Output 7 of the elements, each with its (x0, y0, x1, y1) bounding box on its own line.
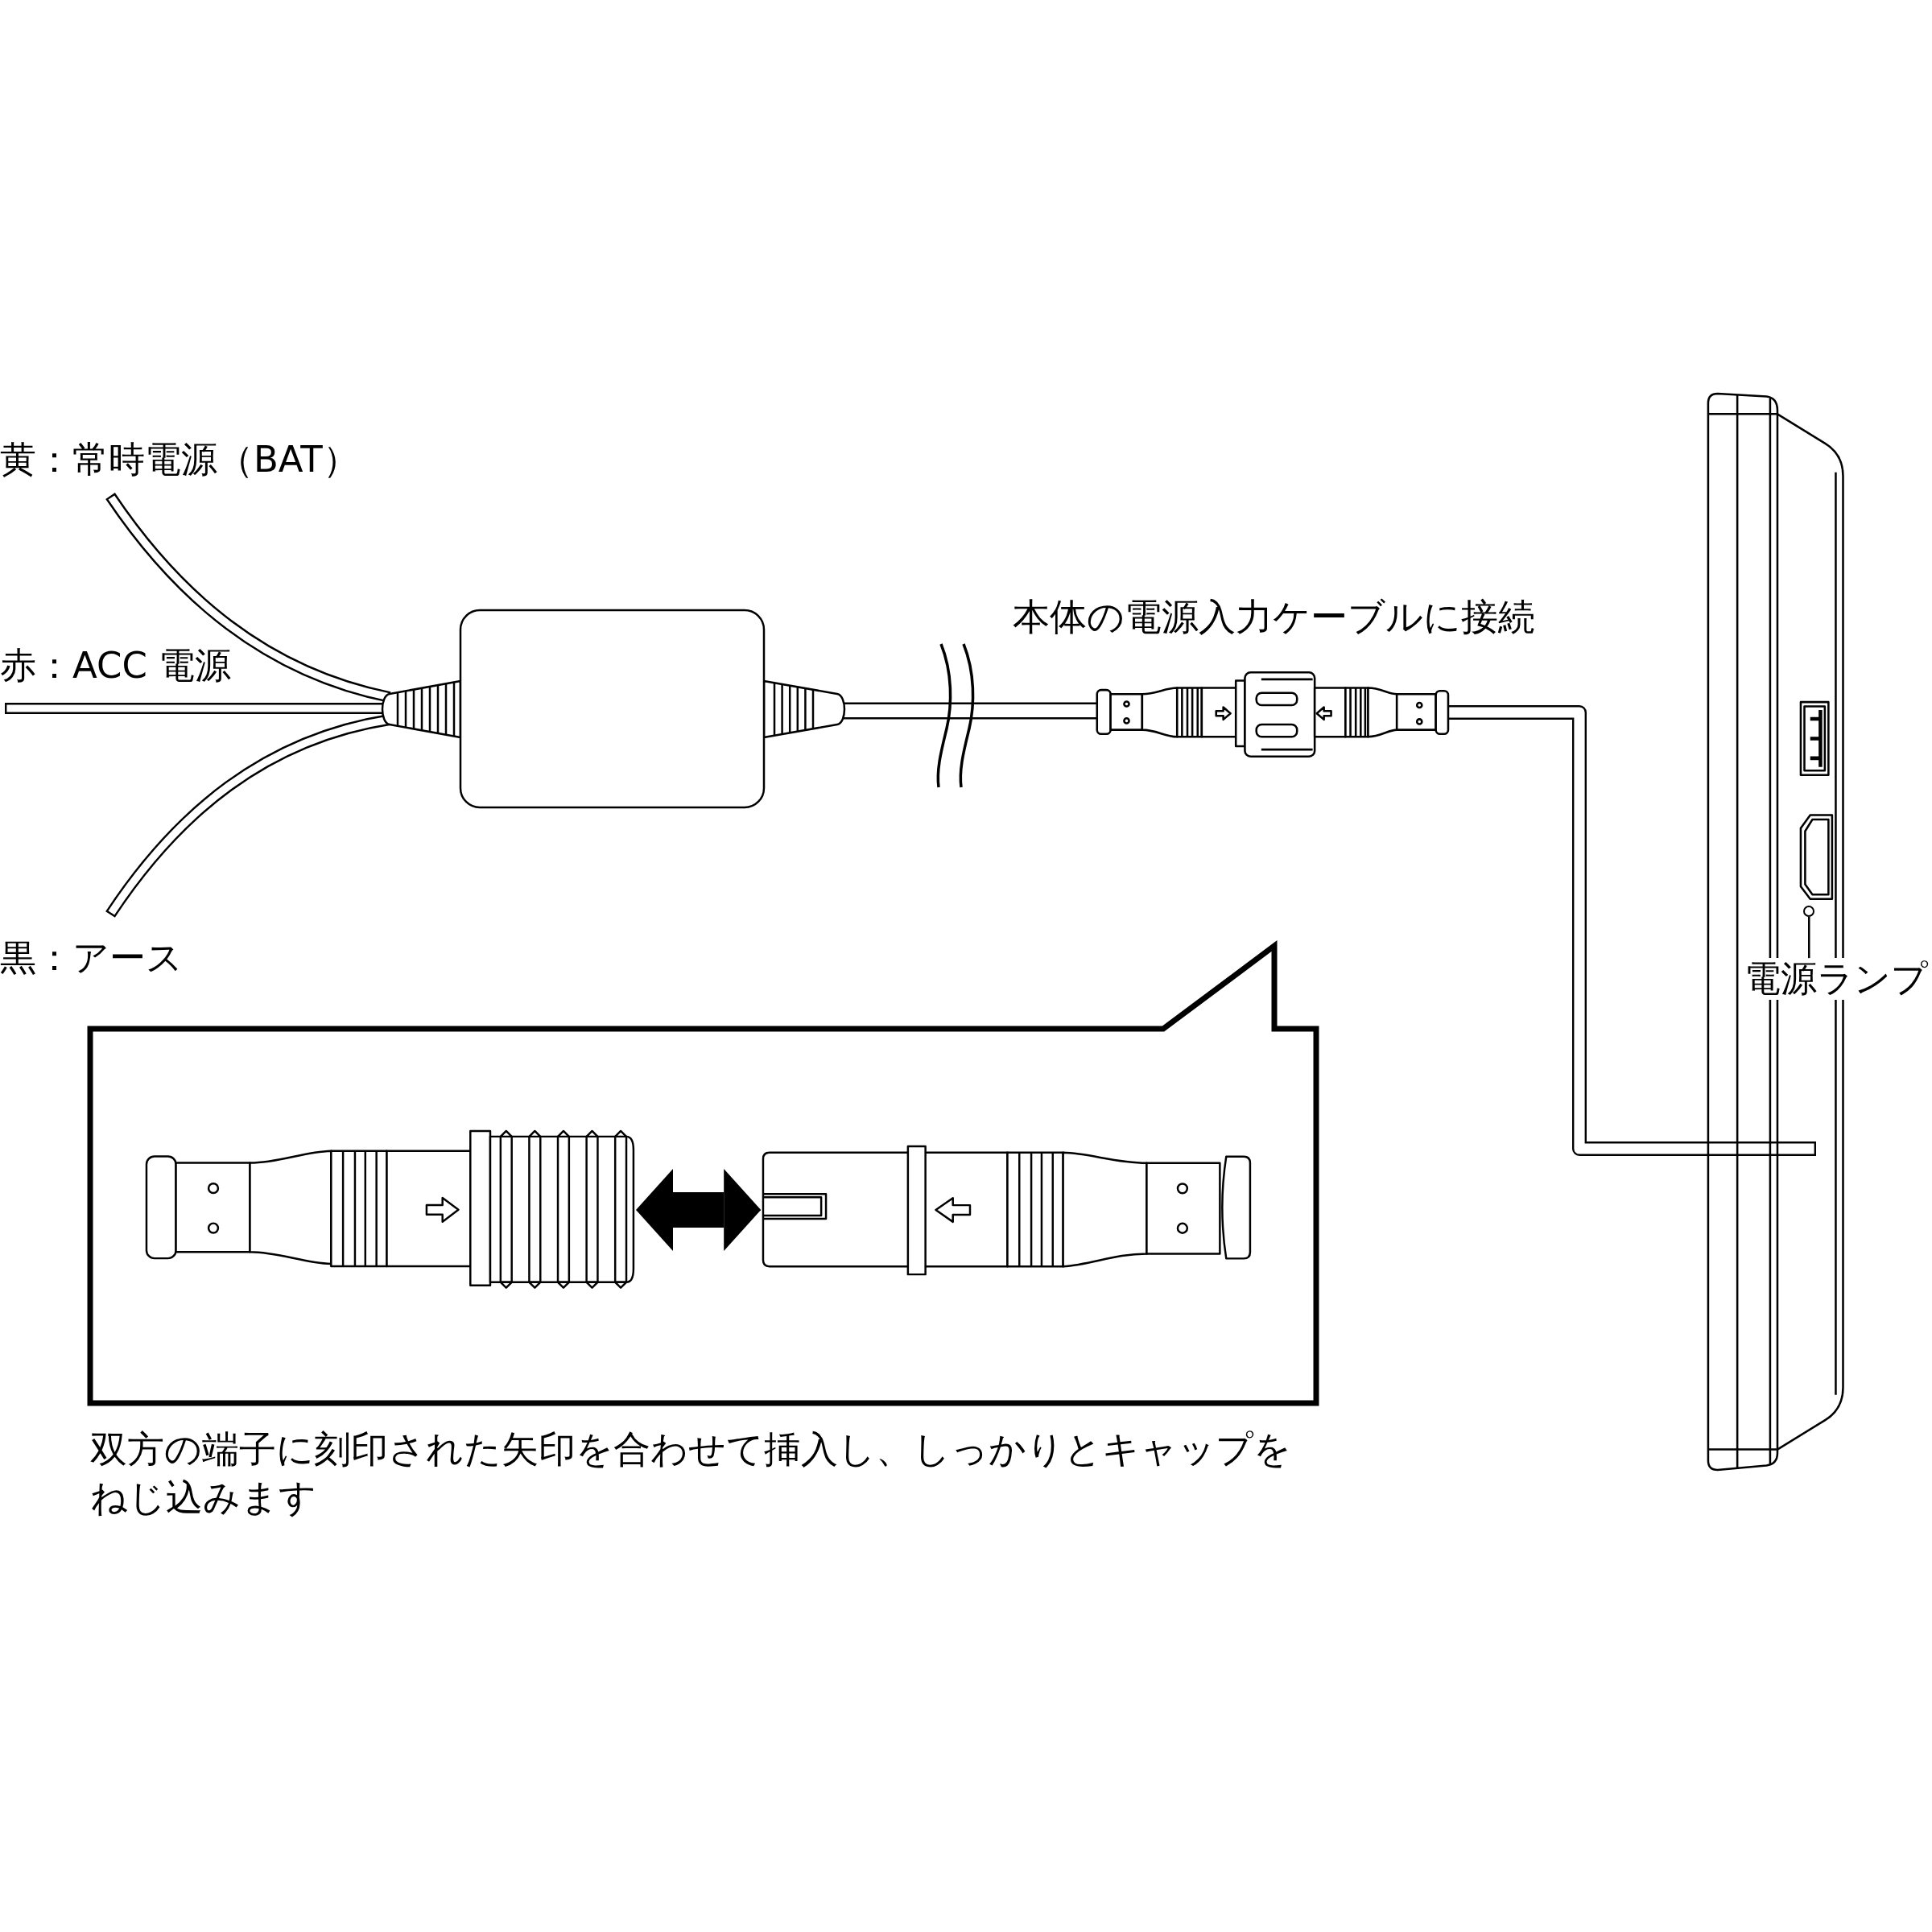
connection-note: 本体の電源入力ケーブルに接続 (1013, 595, 1535, 638)
wire-label: 黄：常時電源（BAT） (0, 439, 359, 481)
indicator-lamp-icon (1803, 906, 1814, 917)
callout-caption: 双方の端子に刻印された矢印を合わせて挿入し、しっかりとキャップをねじ込みます (90, 1426, 1292, 1521)
wire-label: 黒：アース (0, 937, 183, 979)
cable-connector-illustration (144, 1128, 636, 1290)
wire-label: 赤：ACC 電源 (0, 645, 232, 687)
